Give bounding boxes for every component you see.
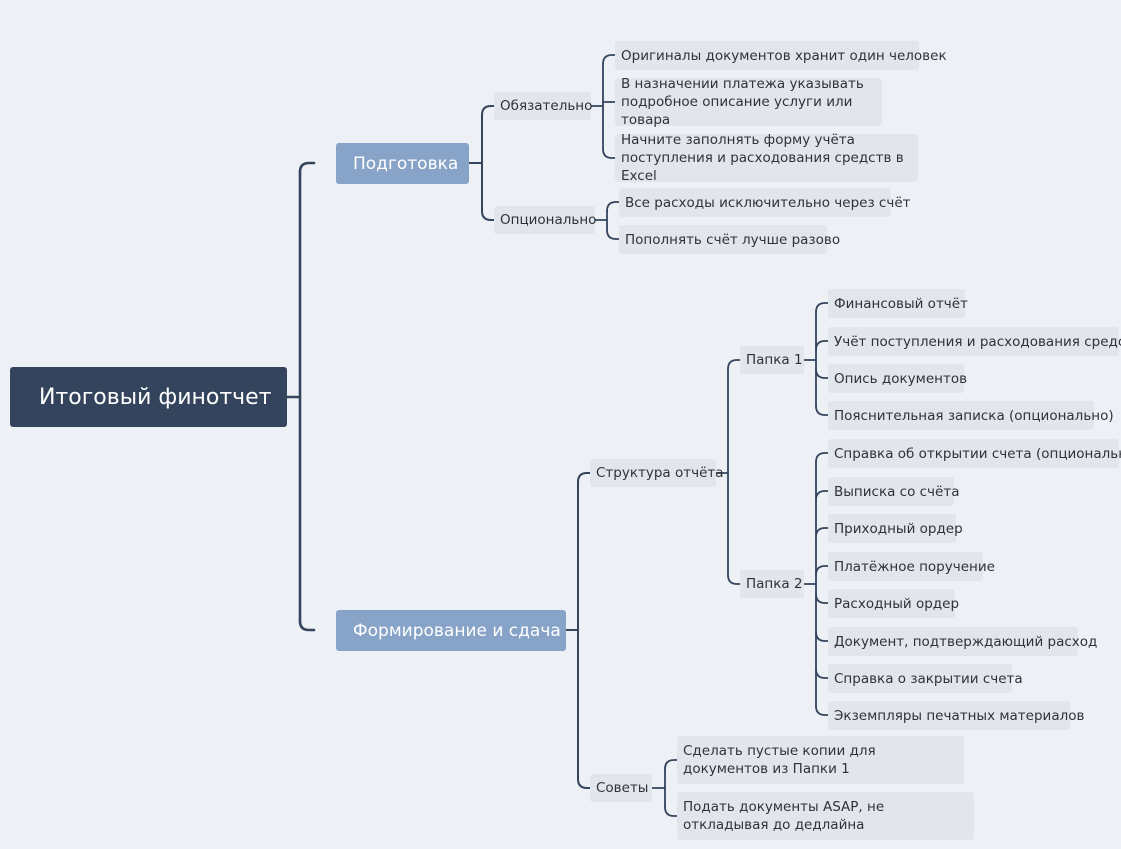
folder-2-item[interactable]: Расходный ордер — [828, 589, 959, 618]
group-optional[interactable]: Опционально — [494, 206, 596, 234]
sub-link-branch — [577, 778, 593, 789]
folder-1-item[interactable]: Пояснительная записка (опционально) — [828, 401, 1114, 430]
req-link-branch — [602, 148, 618, 159]
group-tips[interactable]: Советы — [590, 774, 652, 802]
f2-link-branch — [815, 705, 831, 716]
root-link-branch — [298, 619, 316, 632]
required-item[interactable]: Начните заполнять форму учёта поступлени… — [615, 132, 918, 184]
group-folder-2[interactable]: Папка 2 — [740, 570, 804, 598]
struct-link-branch — [727, 574, 743, 585]
branch-submission[interactable]: Формирование и сдача — [336, 610, 566, 651]
group-report-structure[interactable]: Структура отчёта — [590, 459, 724, 487]
prep-link-branch — [481, 210, 497, 221]
f2-link-branch — [815, 565, 831, 576]
folder-1-item[interactable]: Опись документов — [828, 364, 967, 393]
f2-link-branch — [815, 668, 831, 679]
req-link-branch — [602, 54, 618, 65]
required-item[interactable]: Оригиналы документов хранит один человек — [615, 41, 947, 70]
struct-link-branch — [727, 359, 743, 370]
f2-link-branch — [815, 631, 831, 642]
optional-item[interactable]: Все расходы исключительно через счёт — [619, 188, 911, 217]
folder-2-item[interactable]: Справка об открытии счета (опционально) — [828, 439, 1121, 468]
required-item[interactable]: В назначении платежа указывать подробное… — [615, 76, 882, 128]
f1-link-branch — [815, 340, 831, 351]
tip-item[interactable]: Подать документы ASAP, не откладывая до … — [677, 792, 974, 840]
optional-item[interactable]: Пополнять счёт лучше разово — [619, 225, 840, 254]
f2-link-branch — [815, 452, 831, 463]
folder-2-item[interactable]: Документ, подтверждающий расход — [828, 627, 1097, 656]
folder-1-item[interactable]: Финансовый отчёт — [828, 289, 968, 318]
f2-link-branch — [815, 593, 831, 604]
group-required[interactable]: Обязательно — [494, 92, 592, 120]
f2-link-branch — [815, 490, 831, 501]
folder-1-item[interactable]: Учёт поступления и расходования средств — [828, 327, 1121, 356]
prep-link-branch — [481, 105, 497, 116]
root-node[interactable]: Итоговый финотчет — [10, 367, 287, 427]
sub-link-branch — [577, 472, 593, 483]
f1-link-branch — [815, 302, 831, 313]
f1-link-branch — [815, 368, 831, 379]
branch-preparation[interactable]: Подготовка — [336, 143, 469, 184]
f1-link-branch — [815, 405, 831, 416]
group-folder-1[interactable]: Папка 1 — [740, 346, 804, 374]
root-link-branch — [298, 161, 316, 174]
tips-link-branch — [664, 759, 680, 770]
folder-2-item[interactable]: Экземпляры печатных материалов — [828, 701, 1084, 730]
opt-link-branch — [606, 201, 622, 212]
folder-2-item[interactable]: Платёжное поручение — [828, 552, 995, 581]
opt-link-branch — [606, 229, 622, 240]
folder-2-item[interactable]: Приходный ордер — [828, 514, 963, 543]
folder-2-item[interactable]: Справка о закрытии счета — [828, 664, 1023, 693]
tips-link-branch — [664, 806, 680, 817]
folder-2-item[interactable]: Выписка со счёта — [828, 477, 959, 506]
tip-item[interactable]: Сделать пустые копии для документов из П… — [677, 736, 964, 784]
f2-link-branch — [815, 527, 831, 538]
